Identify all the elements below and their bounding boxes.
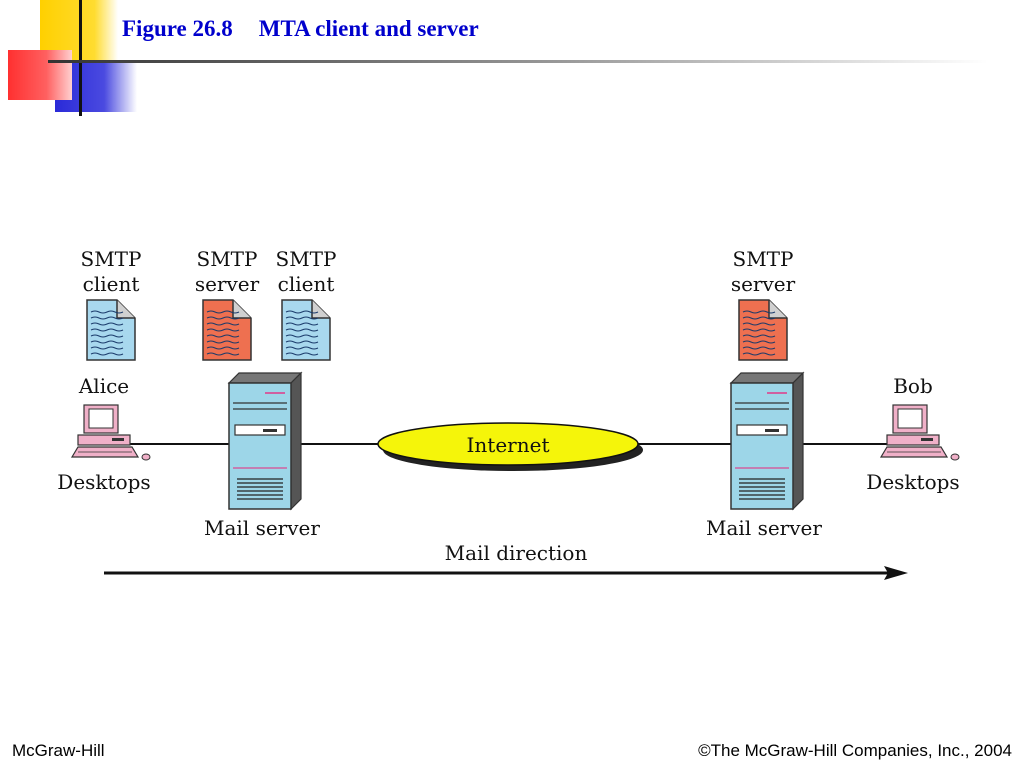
internet-ellipse — [377, 422, 643, 471]
server1-smtp-server-label-line1: SMTP — [197, 247, 258, 271]
figure-number: Figure 26.8 — [122, 16, 233, 41]
server2-smtp-server-label-line2: server — [731, 272, 796, 296]
alice-desktops-label: Desktops — [57, 470, 150, 494]
server1-smtp-client-label-line2: client — [278, 272, 335, 296]
mail-direction-arrow — [104, 566, 908, 580]
mta-diagram: SMTP client SMTP server SMTP client SMTP… — [57, 247, 960, 580]
vertical-rule — [79, 0, 82, 116]
bob-desktops-label: Desktops — [866, 470, 959, 494]
server2-smtp-server-label-line1: SMTP — [733, 247, 794, 271]
bob-label: Bob — [893, 374, 933, 398]
alice-desktop-icon — [70, 404, 151, 461]
server1-smtp-server-label-line2: server — [195, 272, 260, 296]
mail-direction-label: Mail direction — [445, 541, 588, 565]
header-decoration — [8, 0, 988, 116]
smtp-server-document-icon — [738, 299, 788, 361]
figure-caption: MTA client and server — [258, 16, 479, 41]
alice-smtp-client-label-line1: SMTP — [81, 247, 142, 271]
footer-publisher: McGraw-Hill — [12, 741, 105, 760]
bob-desktop-icon — [879, 404, 960, 461]
mail-server-1-label: Mail server — [204, 516, 320, 540]
internet-label: Internet — [467, 433, 550, 457]
mail-server-2-label: Mail server — [706, 516, 822, 540]
smtp-client-document-icon — [281, 299, 331, 361]
red-block — [8, 50, 72, 100]
smtp-server-document-icon — [202, 299, 252, 361]
server1-smtp-client-label-line1: SMTP — [276, 247, 337, 271]
slide-title: Figure 26.8 MTA client and server — [122, 16, 479, 42]
alice-label: Alice — [78, 374, 129, 398]
smtp-client-document-icon — [86, 299, 136, 361]
header-rule — [48, 60, 988, 63]
alice-smtp-client-label-line2: client — [83, 272, 140, 296]
mail-server-1-tower-icon — [227, 371, 303, 511]
footer-copyright: ©The McGraw-Hill Companies, Inc., 2004 — [698, 741, 1012, 760]
mail-server-2-tower-icon — [729, 371, 805, 511]
